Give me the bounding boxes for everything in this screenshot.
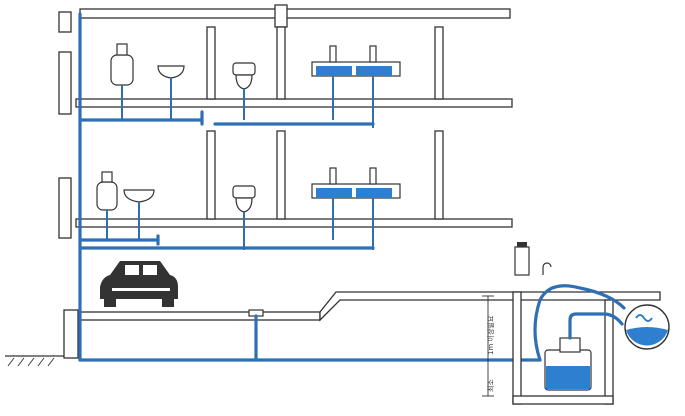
left-wall-block — [58, 177, 72, 239]
partition-wall — [276, 130, 286, 220]
washbasin-lower — [123, 189, 155, 240]
left-wall-block — [58, 11, 72, 33]
drain-stack — [78, 12, 542, 362]
partition-wall — [434, 130, 444, 220]
toilet-lower — [232, 185, 256, 250]
sewer-flow-icon — [635, 314, 653, 322]
partition-wall — [434, 26, 444, 100]
urinal-upper — [110, 43, 134, 120]
washbasin-upper — [157, 65, 185, 120]
sewer-water — [626, 327, 668, 346]
floor-drain — [248, 309, 264, 362]
lower-floor-fixtures — [78, 167, 401, 250]
upper-floor-fixtures — [78, 43, 401, 128]
toilet-upper — [232, 62, 256, 120]
ramp-slab — [319, 291, 661, 322]
roof-slab — [79, 8, 511, 19]
depth-dimension: 1m 이상필요 최소 — [482, 295, 495, 397]
partition-wall — [206, 26, 216, 100]
public-sewer — [624, 304, 670, 350]
control-box — [514, 246, 530, 276]
floor-slab-lower — [75, 218, 513, 228]
floor-slab-upper — [75, 98, 513, 108]
depth-label-bottom: 최소 — [486, 379, 495, 392]
sump-pit — [512, 242, 626, 405]
double-sink-upper — [311, 45, 401, 128]
ground-hatch — [7, 357, 55, 367]
sump-pump — [544, 337, 592, 391]
car — [100, 261, 178, 307]
building-structure — [5, 4, 661, 367]
discharge-pipe — [568, 312, 624, 340]
control-box-cap — [517, 242, 527, 247]
foundation-wall — [63, 309, 79, 359]
partition-wall — [276, 26, 286, 100]
double-sink-lower — [311, 167, 401, 250]
depth-label-top: 1m 이상필요 — [486, 315, 495, 355]
partition-wall — [206, 130, 216, 220]
roof-parapet — [274, 4, 288, 28]
left-wall-block — [58, 51, 72, 115]
pit-floor — [512, 395, 614, 405]
pit-wall-left — [512, 291, 522, 405]
vent-hook — [542, 262, 552, 275]
urinal-lower — [96, 171, 118, 240]
drain-to-pit — [533, 284, 626, 362]
ground-slab — [79, 311, 321, 321]
